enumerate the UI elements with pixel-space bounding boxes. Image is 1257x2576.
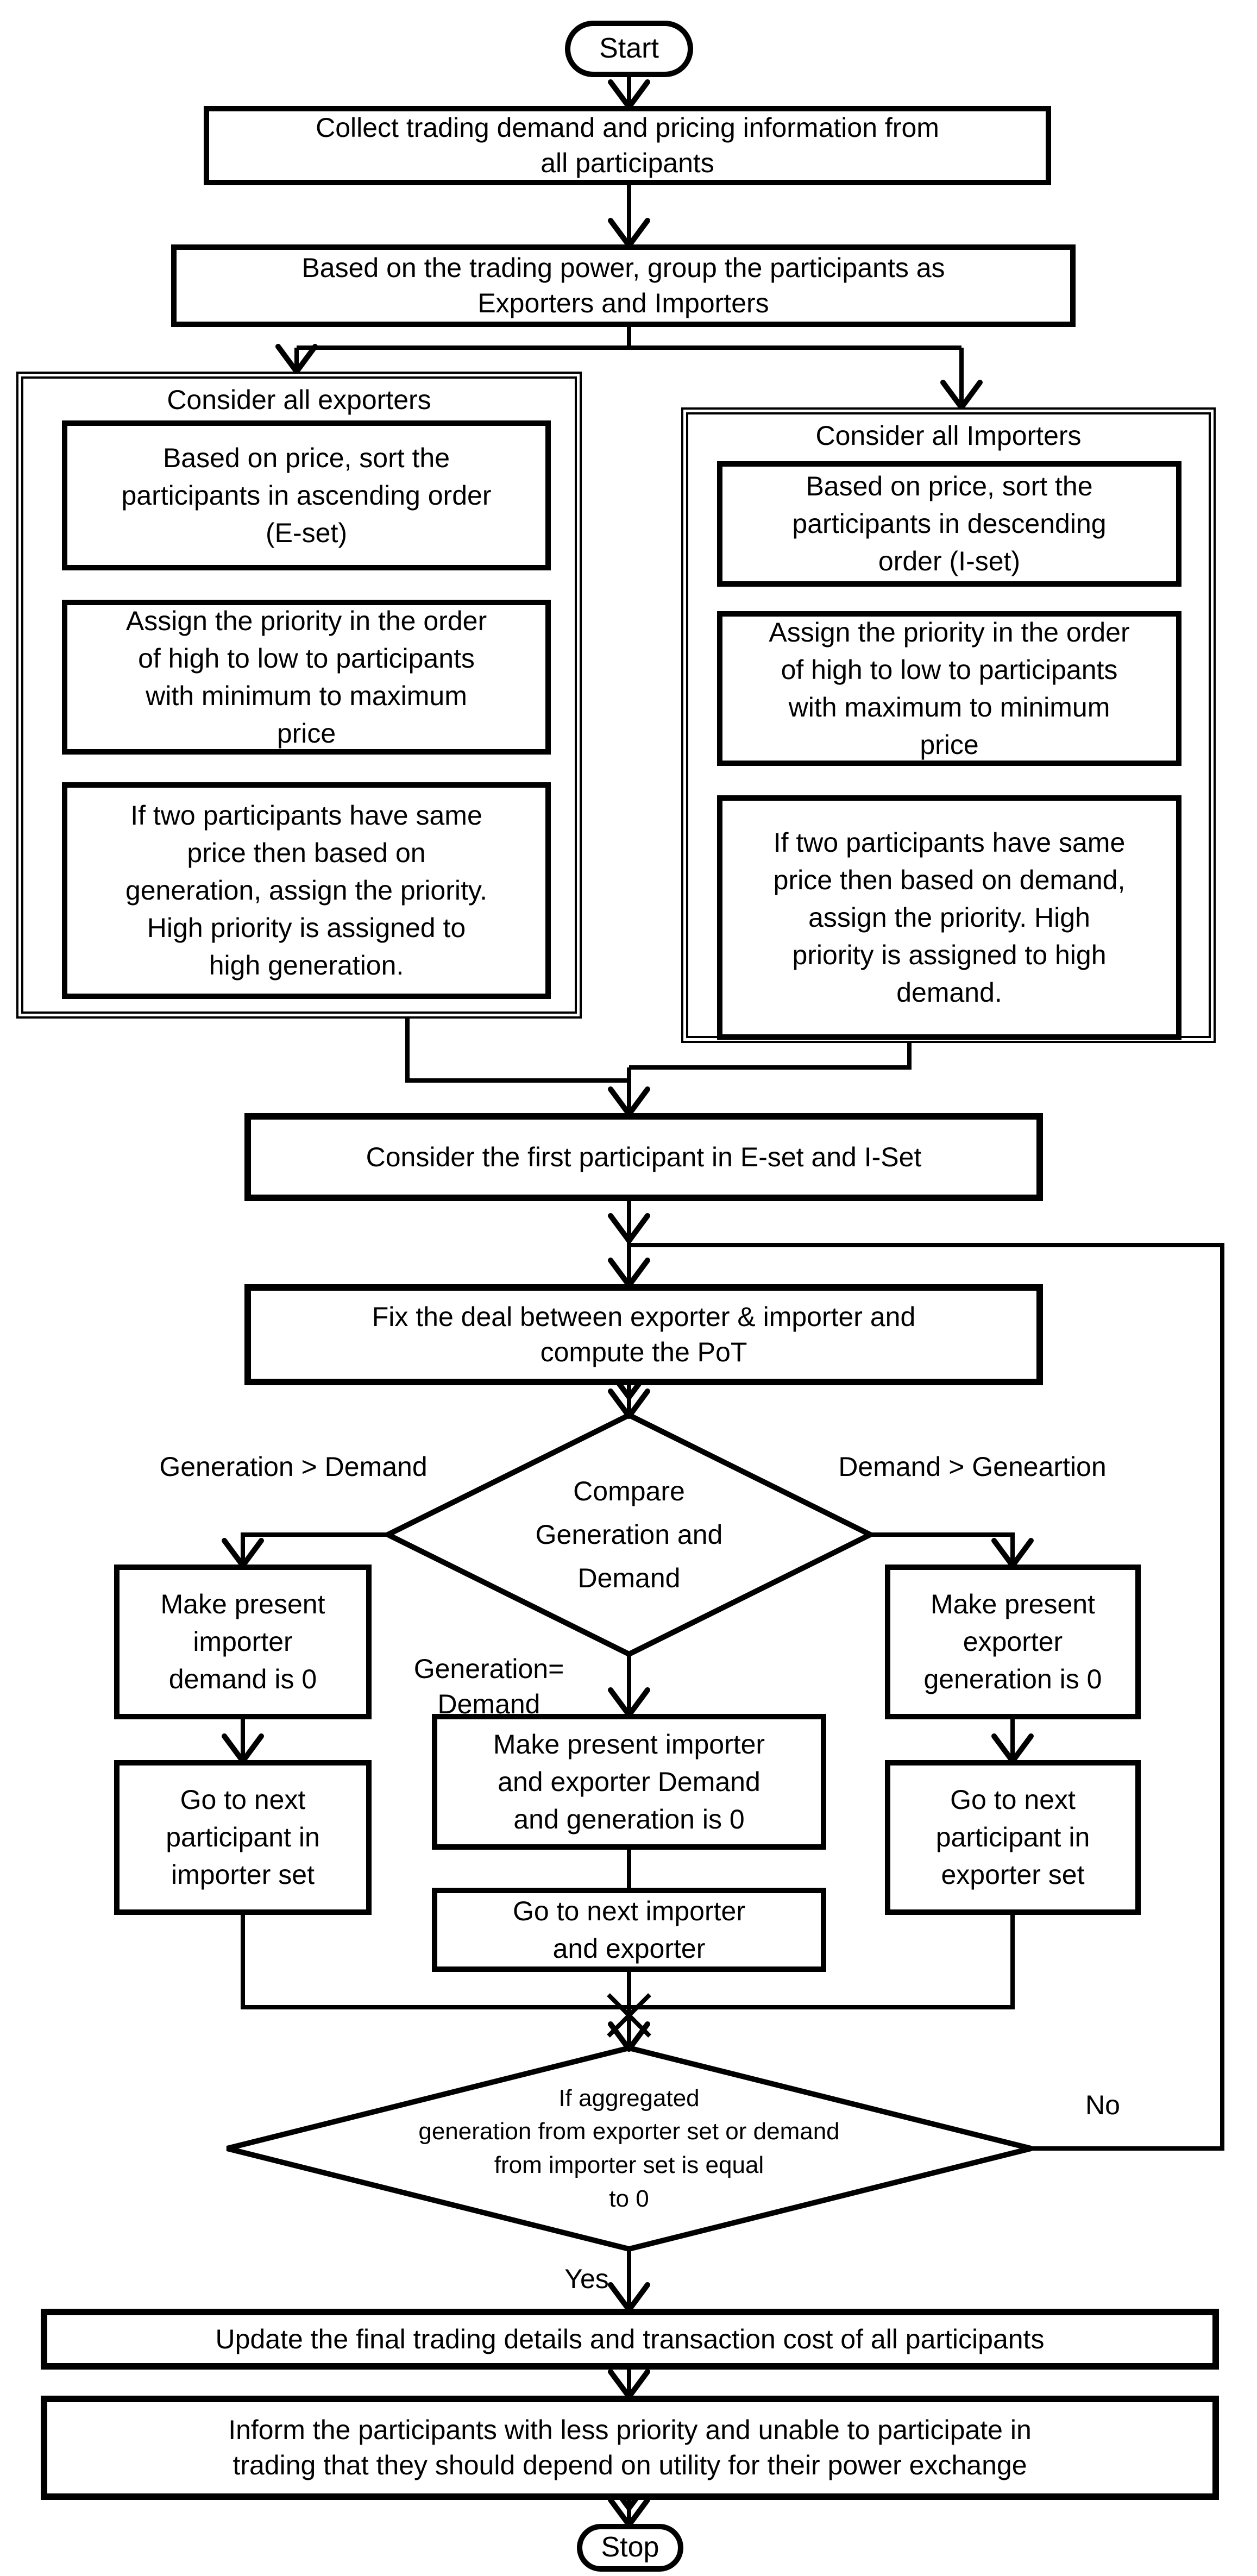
edge-exporters-merge — [405, 1019, 629, 1083]
branch-label-demand-gt-generation: Demand > Geneartion — [838, 1451, 1107, 1482]
process-sort-exporters: Based on price, sort the participants in… — [62, 420, 551, 570]
arrowhead — [608, 1213, 650, 1243]
arrowhead — [608, 1388, 650, 1419]
edge-compare-left — [241, 1532, 388, 1566]
branch-label-generation-gt-demand: Generation > Demand — [159, 1451, 428, 1482]
process-next-exporter: Go to next participant in exporter set — [885, 1760, 1141, 1915]
process-update-details: Update the final trading details and tra… — [41, 2309, 1219, 2370]
process-group-participants: Based on the trading power, group the pa… — [171, 244, 1076, 327]
stop-terminator: Stop — [577, 2524, 683, 2572]
branch-label-generation-eq-demand: Generation= Demand — [413, 1654, 564, 1719]
edge-no-return — [631, 1243, 1224, 2151]
process-importer-tiebreak: If two participants have same price then… — [717, 795, 1181, 1040]
process-assign-priority-exporters: Assign the priority in the order of high… — [62, 600, 551, 755]
edge-label-yes: Yes — [564, 2263, 609, 2294]
process-first-participant: Consider the first participant in E-set … — [244, 1113, 1043, 1201]
process-next-both: Go to next importer and exporter — [432, 1888, 826, 1972]
exporters-group-header: Consider all exporters — [167, 385, 431, 415]
process-sort-importers: Based on price, sort the participants in… — [717, 461, 1181, 587]
importers-group-header: Consider all Importers — [815, 420, 1082, 451]
edge-nextexporter-merge — [629, 1915, 1015, 2009]
edge-nextimporter-merge — [241, 1915, 629, 2009]
edge-importers-merge — [629, 1043, 912, 1070]
decision-aggregate-text: If aggregated generation from exporter s… — [418, 2084, 840, 2212]
process-assign-priority-importers: Assign the priority in the order of high… — [717, 611, 1181, 766]
importers-group: Consider all Importers Based on price, s… — [681, 407, 1216, 1043]
process-next-importer: Go to next participant in importer set — [114, 1760, 372, 1915]
start-terminator: Start — [565, 21, 693, 77]
arrowhead — [608, 2021, 650, 2052]
process-make-both-zero: Make present importer and exporter Deman… — [432, 1714, 826, 1850]
process-fix-deal: Fix the deal between exporter & importer… — [244, 1284, 1043, 1385]
process-inform-participants: Inform the participants with less priori… — [41, 2396, 1219, 2500]
process-exporter-tiebreak: If two participants have same price then… — [62, 782, 551, 999]
process-make-exporter-generation-zero: Make present exporter generation is 0 — [885, 1565, 1141, 1719]
edge-compare-right — [870, 1532, 1015, 1566]
process-collect-info: Collect trading demand and pricing infor… — [204, 106, 1051, 185]
edge-label-no: No — [1085, 2089, 1120, 2120]
process-make-importer-demand-zero: Make present importer demand is 0 — [114, 1565, 372, 1719]
exporters-group: Consider all exporters Based on price, s… — [16, 372, 582, 1019]
decision-compare-text: Compare Generation and Demand — [535, 1476, 723, 1593]
